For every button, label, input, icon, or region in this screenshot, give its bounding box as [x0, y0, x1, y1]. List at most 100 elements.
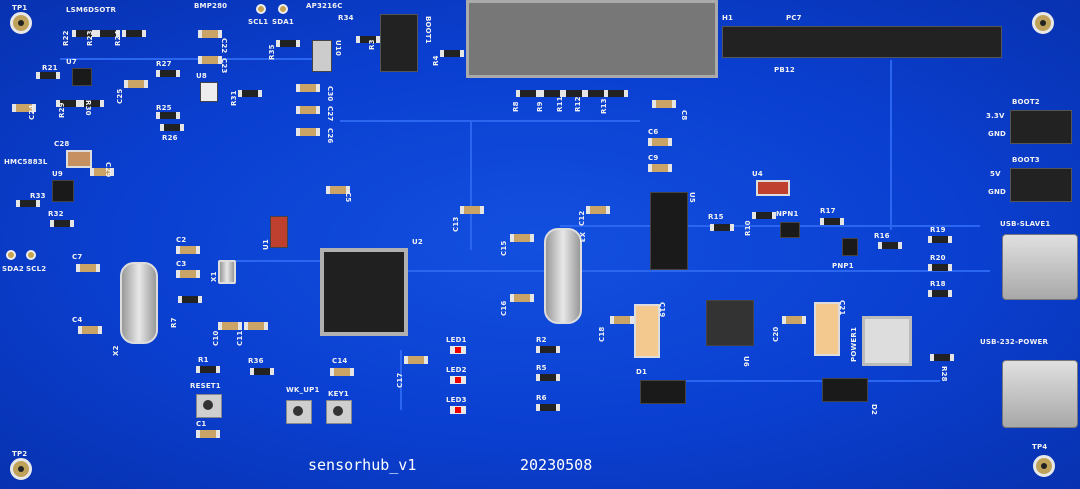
designator: R22 [62, 30, 70, 46]
designator: U4 [752, 170, 763, 178]
designator: R3 [368, 39, 376, 50]
designator: C16 [500, 300, 508, 316]
designator: C10 [212, 330, 220, 346]
designator: R7 [170, 317, 178, 328]
idc-connector [466, 0, 718, 78]
resistor [440, 50, 464, 57]
designator: R5 [536, 364, 547, 372]
chip-u6 [706, 300, 754, 346]
capacitor-c28 [66, 150, 92, 168]
gnd-label: GND [988, 188, 1007, 196]
resistor [122, 30, 146, 37]
board-date: 20230508 [520, 456, 593, 474]
resistor [250, 368, 274, 375]
diode-d1 [640, 380, 686, 404]
designator: C4 [72, 316, 83, 324]
designator: C9 [648, 154, 659, 162]
power1-label: POWER1 [850, 326, 858, 362]
resistor [96, 30, 120, 37]
capacitor [782, 316, 806, 324]
designator: C12 [578, 210, 586, 226]
chip-u7 [72, 68, 92, 86]
chip-u10 [312, 40, 332, 72]
designator: R31 [230, 90, 238, 106]
trace [340, 120, 640, 122]
resistor [160, 124, 184, 131]
resistor [238, 90, 262, 97]
resistor [72, 30, 96, 37]
resistor [878, 242, 902, 249]
via-sda2 [6, 250, 16, 260]
designator: R23 [86, 30, 94, 46]
led-2 [450, 376, 466, 384]
designator: D2 [870, 404, 878, 416]
chip-u9 [52, 180, 74, 202]
resistor [356, 36, 380, 43]
diode-d2 [822, 378, 868, 402]
resistor [156, 112, 180, 119]
trace [560, 225, 980, 227]
designator: D1 [636, 368, 648, 376]
designator: R6 [536, 394, 547, 402]
designator: C28 [54, 140, 70, 148]
chip-u8 [200, 82, 218, 102]
trace [60, 58, 330, 60]
designator: C19 [658, 302, 666, 318]
sda2-label: SDA2 [2, 265, 24, 273]
test-point-tp4 [1033, 455, 1055, 477]
capacitor [176, 270, 200, 278]
usb-slave1-connector [1002, 234, 1078, 300]
resistor [930, 354, 954, 361]
resistor [536, 346, 560, 353]
designator: R19 [930, 226, 946, 234]
capacitor [296, 84, 320, 92]
pc7-label: PC7 [786, 14, 802, 22]
designator: R20 [930, 254, 946, 262]
test-point-tp1 [10, 12, 32, 34]
resistor [80, 100, 104, 107]
designator: C1 [196, 420, 207, 428]
designator: U1 [262, 239, 270, 250]
capacitor [586, 206, 610, 214]
capacitor [326, 186, 350, 194]
capacitor [78, 326, 102, 334]
designator: C21 [838, 300, 846, 316]
capacitor-c19 [634, 304, 660, 358]
component-u4 [756, 180, 790, 196]
designator: R1 [198, 356, 209, 364]
designator: C2 [176, 236, 187, 244]
resistor [276, 40, 300, 47]
designator: X3 [578, 232, 586, 243]
capacitor [648, 138, 672, 146]
header-boot3 [1010, 168, 1072, 202]
chip-u1 [270, 216, 288, 248]
designator: C24 [28, 104, 36, 120]
trace [470, 120, 472, 250]
resistor [604, 90, 628, 97]
capacitor [176, 246, 200, 254]
designator: C17 [396, 372, 404, 388]
resistor [156, 70, 180, 77]
capacitor [296, 128, 320, 136]
pb12-label: PB12 [774, 66, 796, 74]
designator: R30 [84, 100, 92, 116]
reset1-label: RESET1 [190, 382, 221, 390]
designator: C18 [598, 326, 606, 342]
designator: R32 [48, 210, 64, 218]
test-point-tp2 [10, 458, 32, 480]
capacitor [218, 322, 242, 330]
test-point-label: TP1 [12, 4, 28, 12]
board-title: sensorhub_v1 [308, 456, 417, 474]
designator: C23 [220, 58, 228, 74]
designator: R2 [536, 336, 547, 344]
designator: R9 [536, 101, 544, 112]
wk-up1-label: WK_UP1 [286, 386, 320, 394]
via-sda1 [278, 4, 288, 14]
designator: C8 [680, 110, 688, 121]
designator: U10 [334, 40, 342, 57]
capacitor [12, 104, 36, 112]
trace [400, 350, 402, 410]
designator: R25 [156, 104, 172, 112]
header-h1 [722, 26, 1002, 58]
designator: R34 [338, 14, 354, 22]
